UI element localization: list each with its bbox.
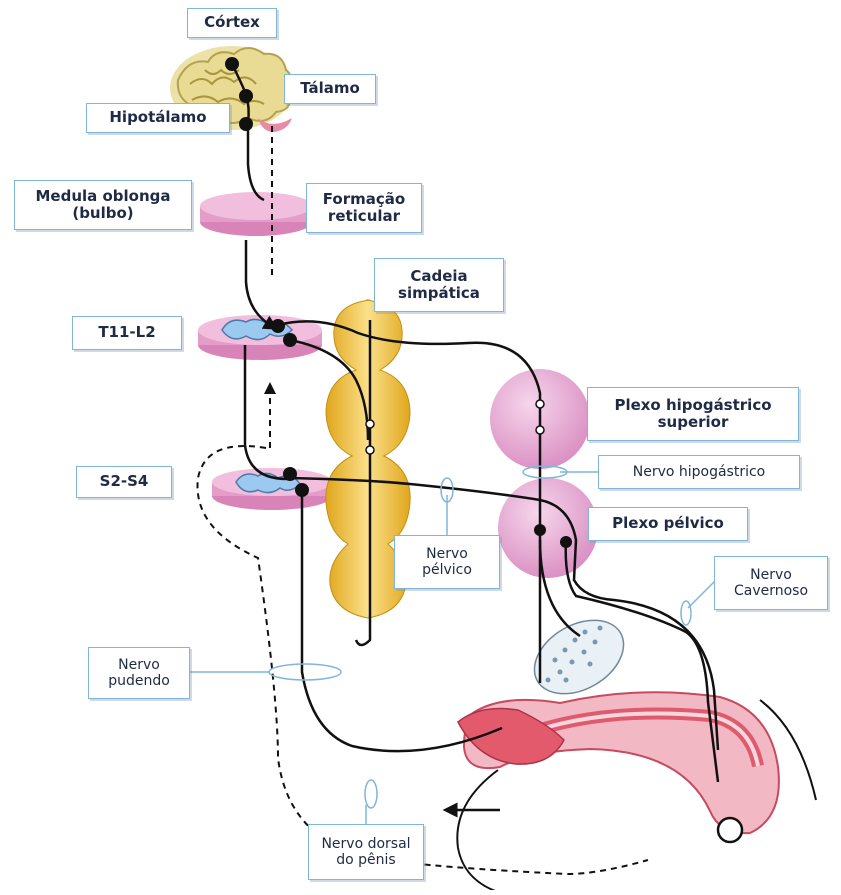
label-talamo: Tálamo <box>284 74 376 104</box>
label-cadeia: Cadeia simpática <box>374 258 504 312</box>
label-formacao: Formação reticular <box>306 183 422 233</box>
label-medula: Medula oblonga (bulbo) <box>14 180 192 230</box>
label-hipotalamo: Hipotálamo <box>86 103 230 133</box>
label-nervo-pelvico: Nervo pélvico <box>394 535 500 589</box>
label-plexo-pelvico: Plexo pélvico <box>588 507 748 541</box>
label-nervo-pudendo: Nervo pudendo <box>88 647 190 699</box>
label-cortex: Córtex <box>187 8 277 38</box>
pelvic-plexus <box>498 478 598 578</box>
label-nervo-hipogastrico: Nervo hipogástrico <box>598 455 800 489</box>
glans-receptor-icon <box>718 818 742 842</box>
label-plexo-hipogastrico: Plexo hipogástrico superior <box>587 387 799 441</box>
label-s2-s4: S2-S4 <box>76 466 172 498</box>
medulla-disc <box>200 192 312 236</box>
label-nervo-cavernoso: Nervo Cavernoso <box>714 556 828 610</box>
label-nervo-dorsal: Nervo dorsal do pênis <box>308 824 424 880</box>
label-t11-l2: T11-L2 <box>72 316 182 350</box>
penis-illustration <box>457 605 816 890</box>
s2-s4-segment <box>212 468 332 510</box>
